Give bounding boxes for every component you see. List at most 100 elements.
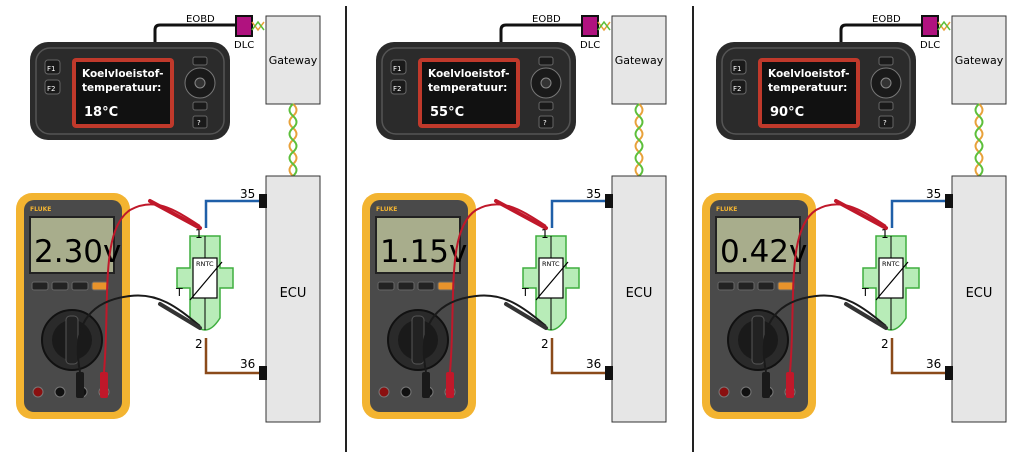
dlc-label: DLC: [920, 40, 940, 51]
black-test-lead: [762, 294, 887, 373]
eobd-label: EOBD: [872, 14, 901, 25]
ecu-pin-35: [945, 194, 953, 208]
red-test-lead: [103, 203, 201, 373]
pin-36-label: 36: [926, 357, 941, 371]
pin-35-label: 35: [586, 187, 601, 201]
terminal-t-label: T: [521, 286, 529, 299]
meter-input-jack: [54, 386, 66, 398]
ecu-pin-36: [945, 366, 953, 380]
ground-wire: [550, 338, 605, 375]
dlc-twisted-wire: [251, 20, 265, 31]
scan-tool-screen: [422, 62, 516, 124]
down-key[interactable]: [878, 101, 894, 111]
meter-function-button[interactable]: [51, 281, 69, 291]
dlc-label: DLC: [234, 40, 254, 51]
meter-function-button[interactable]: [31, 281, 49, 291]
screen-temperature-value: 55°C: [430, 105, 464, 120]
terminal-t-label: T: [861, 286, 869, 299]
lead-2-label: 2: [881, 337, 889, 351]
meter-function-button[interactable]: [777, 281, 795, 291]
red-lead-plug: [446, 372, 454, 398]
ecu-label: ECU: [626, 286, 653, 301]
f1-button[interactable]: [390, 59, 407, 75]
up-key[interactable]: [538, 56, 554, 66]
down-key[interactable]: [192, 101, 208, 111]
meter-function-button[interactable]: [417, 281, 435, 291]
meter-function-button[interactable]: [71, 281, 89, 291]
ground-wire: [204, 338, 259, 375]
up-key[interactable]: [878, 56, 894, 66]
pin-35-label: 35: [926, 187, 941, 201]
pin-35-label: 35: [240, 187, 255, 201]
screen-title-line2: temperatuur:: [768, 82, 847, 94]
meter-function-button[interactable]: [437, 281, 455, 291]
f2-label: F2: [393, 85, 401, 93]
help-button[interactable]: [878, 115, 894, 129]
f2-button[interactable]: [44, 79, 61, 95]
can-bus-wire: [974, 103, 984, 177]
dlc-label: DLC: [580, 40, 600, 51]
screen-temperature-value: 18°C: [84, 105, 118, 120]
dlc-twisted-wire: [937, 20, 951, 31]
black-lead-plug: [76, 372, 84, 398]
lead-2-label: 2: [195, 337, 203, 351]
screen-title-line1: Koelvloeistof-: [82, 68, 164, 80]
help-button[interactable]: [538, 115, 554, 129]
obd-cable: [153, 23, 236, 42]
black-probe: [844, 302, 888, 330]
f2-label: F2: [733, 85, 741, 93]
screen-title-line2: temperatuur:: [428, 82, 507, 94]
meter-reading: 1.15v: [380, 234, 467, 270]
up-key[interactable]: [192, 56, 208, 66]
meter-brand: FLUKE: [376, 206, 397, 213]
f2-button[interactable]: [730, 79, 747, 95]
meter-lcd: [29, 216, 115, 274]
red-probe: [834, 199, 888, 230]
help-label: ?: [197, 119, 201, 127]
obd-cable: [839, 23, 922, 42]
screen-temperature-value: 90°C: [770, 105, 804, 120]
gateway-label: Gateway: [615, 54, 664, 67]
thermistor-slash: [875, 261, 909, 301]
meter-function-button[interactable]: [757, 281, 775, 291]
f1-button[interactable]: [730, 59, 747, 75]
lead-1-label: 1: [541, 227, 549, 241]
meter-function-button[interactable]: [91, 281, 109, 291]
f1-label: F1: [47, 65, 55, 73]
dlc-connector: [235, 15, 253, 37]
signal-wire: [550, 199, 605, 228]
f2-button[interactable]: [390, 79, 407, 95]
f1-label: F1: [733, 65, 741, 73]
meter-function-button[interactable]: [397, 281, 415, 291]
ecu-pin-36: [259, 366, 267, 380]
black-probe: [504, 302, 548, 330]
panel-2: Koelvloeistof-temperatuur:55°CF1F2?EOBDD…: [362, 14, 667, 423]
ecu-pin-35: [605, 194, 613, 208]
meter-brand: FLUKE: [30, 206, 51, 213]
red-probe: [494, 199, 548, 230]
help-button[interactable]: [192, 115, 208, 129]
ecu-box: [951, 175, 1007, 423]
scan-tool-bezel: [721, 47, 911, 135]
meter-function-button[interactable]: [737, 281, 755, 291]
dlc-twisted-wire: [597, 20, 611, 31]
dpad-center: [540, 77, 552, 89]
black-probe: [158, 302, 202, 330]
help-label: ?: [883, 119, 887, 127]
dlc-twisted-wire: [251, 21, 265, 32]
meter-function-button[interactable]: [377, 281, 395, 291]
meter-function-button[interactable]: [717, 281, 735, 291]
down-key[interactable]: [538, 101, 554, 111]
meter-dial-grip: [411, 315, 425, 365]
lead-2-label: 2: [541, 337, 549, 351]
meter-input-jack: [32, 386, 44, 398]
f1-button[interactable]: [44, 59, 61, 75]
thermistor-slash: [189, 261, 223, 301]
screen-title-line1: Koelvloeistof-: [768, 68, 850, 80]
